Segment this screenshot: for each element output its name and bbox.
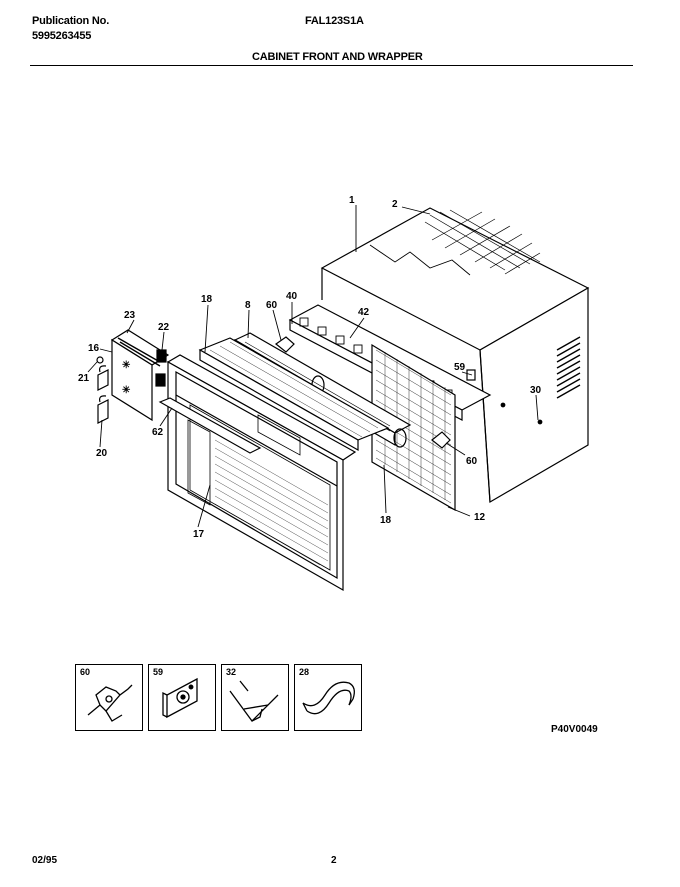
inset-part-59: 59: [148, 664, 216, 731]
callout-label: 30: [530, 385, 542, 396]
drain-pan-clip-icon: [229, 680, 279, 722]
bracket-icon: [162, 677, 198, 719]
switch-part: [155, 373, 166, 387]
callout-label: 12: [474, 512, 486, 523]
callout-label: 23: [124, 310, 136, 321]
header-rule: [30, 65, 633, 66]
footer-date: 02/95: [32, 855, 58, 866]
callout-label: 42: [358, 307, 370, 318]
strap-icon: [302, 681, 355, 715]
front-filter: [198, 337, 390, 452]
callout-label: 59: [454, 362, 466, 373]
callout-label: 16: [88, 343, 100, 354]
callout-label: 18: [380, 515, 392, 526]
callout-label: 17: [193, 529, 205, 540]
clip-part: [431, 431, 451, 449]
inset-number: 28: [299, 667, 310, 677]
callout-label: 22: [158, 322, 170, 333]
callout-label: 18: [201, 294, 213, 305]
snowflake-icon: ✳: [122, 360, 131, 371]
model-number: FAL123S1A: [305, 15, 364, 27]
callout-label: 60: [266, 300, 278, 311]
cabinet-wrapper: [320, 207, 590, 504]
front-panel: [158, 354, 357, 592]
callout-label: 60: [466, 456, 478, 467]
inset-number: 60: [80, 667, 91, 677]
inset-part-32: 32: [221, 664, 289, 731]
clip-part: [274, 336, 295, 353]
control-panel: ✳ ✳: [110, 329, 170, 422]
washer: [96, 356, 104, 364]
inset-number: 59: [153, 667, 164, 677]
callout-label: 1: [349, 195, 355, 206]
callout-label: 40: [286, 291, 298, 302]
figure-code: P40V0049: [551, 724, 598, 735]
callout-label: 20: [96, 448, 108, 459]
inset-part-28: 28: [294, 664, 362, 731]
publication-number: 5995263455: [32, 30, 92, 42]
control-knob: [97, 395, 109, 424]
leader-lines: [87, 205, 539, 528]
snowflake-icon: ✳: [122, 385, 131, 396]
control-knob: [97, 365, 109, 391]
callout-label: 21: [78, 373, 90, 384]
callout-label: 62: [152, 427, 164, 438]
section-title: CABINET FRONT AND WRAPPER: [252, 51, 423, 63]
publication-label: Publication No.: [32, 15, 110, 27]
clip-icon: [87, 684, 133, 722]
inset-number: 32: [226, 667, 237, 677]
callout-label: 8: [245, 300, 251, 311]
callout-label: 2: [392, 199, 398, 210]
inset-part-60: 60: [75, 664, 143, 731]
switch-part: [156, 349, 167, 363]
page-number: 2: [331, 855, 337, 866]
